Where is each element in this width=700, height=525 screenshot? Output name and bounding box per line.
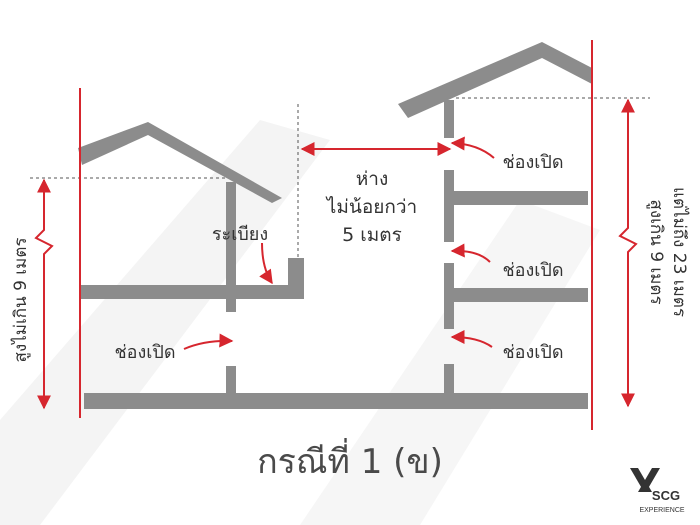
- background-shapes: [0, 120, 600, 525]
- caption-title: กรณีที่ 1 (ข): [257, 438, 443, 482]
- right-wall-low: [444, 364, 454, 396]
- left-floor-slab: [80, 285, 304, 299]
- balcony-label: ระเบียง: [212, 224, 268, 245]
- right-opening-label-2: ช่องเปิด: [502, 260, 563, 281]
- left-opening-label: ช่องเปิด: [114, 342, 175, 363]
- balcony-parapet: [288, 258, 304, 299]
- right-height-label-1: สูงเกิน 9 เมตร: [646, 199, 666, 304]
- distance-label-2: ไม่น้อยกว่า: [325, 196, 417, 218]
- right-roof: [398, 42, 592, 118]
- left-building: [78, 122, 588, 409]
- right-floor-2: [444, 288, 588, 302]
- left-wall-upper: [226, 182, 236, 312]
- right-wall-mid1: [444, 170, 454, 242]
- right-building: [398, 42, 592, 396]
- logo-sub: EXPERIENCE: [639, 507, 684, 514]
- right-floor-1: [444, 191, 588, 205]
- right-opening-pointer-2: [450, 243, 491, 263]
- labels: ห่าง ไม่น้อยกว่า 5 เมตร ระเบียง ช่องเปิด…: [10, 152, 690, 482]
- left-wall-lower: [226, 366, 236, 396]
- logo-brand: SCG: [652, 488, 680, 503]
- guide-lines: [30, 97, 650, 258]
- balcony-pointer: [259, 242, 273, 285]
- right-opening-pointer-3: [450, 330, 493, 348]
- scg-logo: SCG EXPERIENCE: [630, 468, 685, 514]
- scg-x-logo-icon: [630, 468, 660, 492]
- right-wall-top: [444, 100, 454, 138]
- distance-label-1: ห่าง: [356, 168, 388, 190]
- right-opening-label-1: ช่องเปิด: [502, 152, 563, 173]
- right-opening-pointer-1: [450, 136, 495, 159]
- left-height-dim: [34, 178, 54, 410]
- left-opening-pointer: [183, 333, 234, 350]
- right-height-dim: [618, 98, 638, 408]
- dimension-lines: [34, 40, 638, 430]
- left-height-label: สูงไม่เกิน 9 เมตร: [10, 238, 31, 363]
- right-height-label-2: แต่ไม่ถึง 23 เมตร: [669, 187, 690, 317]
- left-roof: [78, 122, 282, 203]
- right-opening-label-3: ช่องเปิด: [502, 342, 563, 363]
- distance-label-3: 5 เมตร: [342, 224, 402, 246]
- ground-slab: [84, 393, 588, 409]
